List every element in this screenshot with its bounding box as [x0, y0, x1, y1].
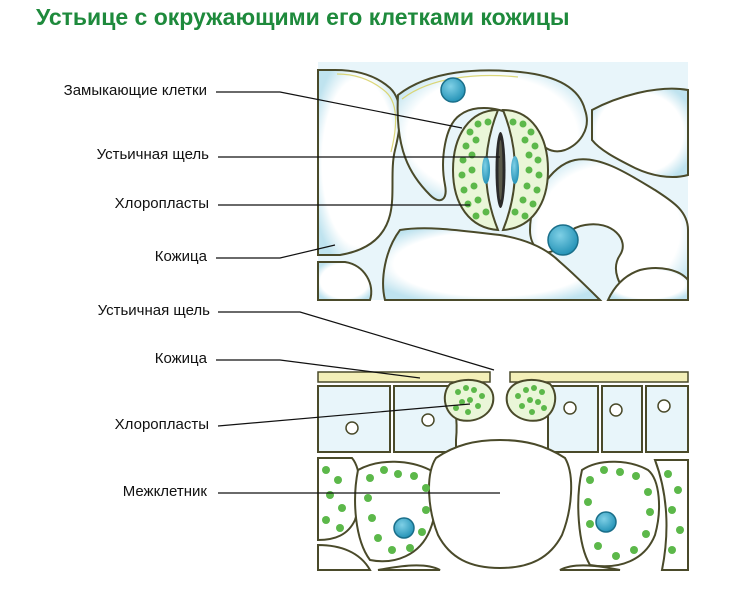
label-stomatal-pore-top: Устьичная щель	[96, 146, 209, 163]
guard-cells	[451, 108, 550, 232]
mesophyll-chloroplasts	[322, 466, 684, 560]
label-guard-cells: Замыкающие клетки	[63, 82, 207, 99]
epidermal-cells-surface	[317, 69, 689, 301]
page-title: Устьице с окружающими его клетками кожиц…	[36, 4, 570, 30]
leader-lines	[216, 91, 500, 494]
label-epidermis-top: Кожица	[154, 248, 207, 265]
nucleus	[547, 224, 579, 256]
intercellular-space	[428, 438, 573, 570]
label-intercellular-space: Межклетник	[122, 483, 207, 500]
label-stomatal-pore-bottom: Устьичная щель	[97, 302, 210, 319]
nucleus	[440, 77, 466, 103]
cross-section	[317, 371, 689, 571]
label-chloroplasts-top: Хлоропласты	[114, 195, 209, 212]
label-chloroplasts-bottom: Хлоропласты	[114, 416, 209, 433]
label-epidermis-bottom: Кожица	[154, 350, 207, 367]
surface-view	[317, 62, 689, 301]
guard-cell-chloroplasts	[458, 118, 543, 220]
guard-cells-section	[443, 379, 557, 422]
